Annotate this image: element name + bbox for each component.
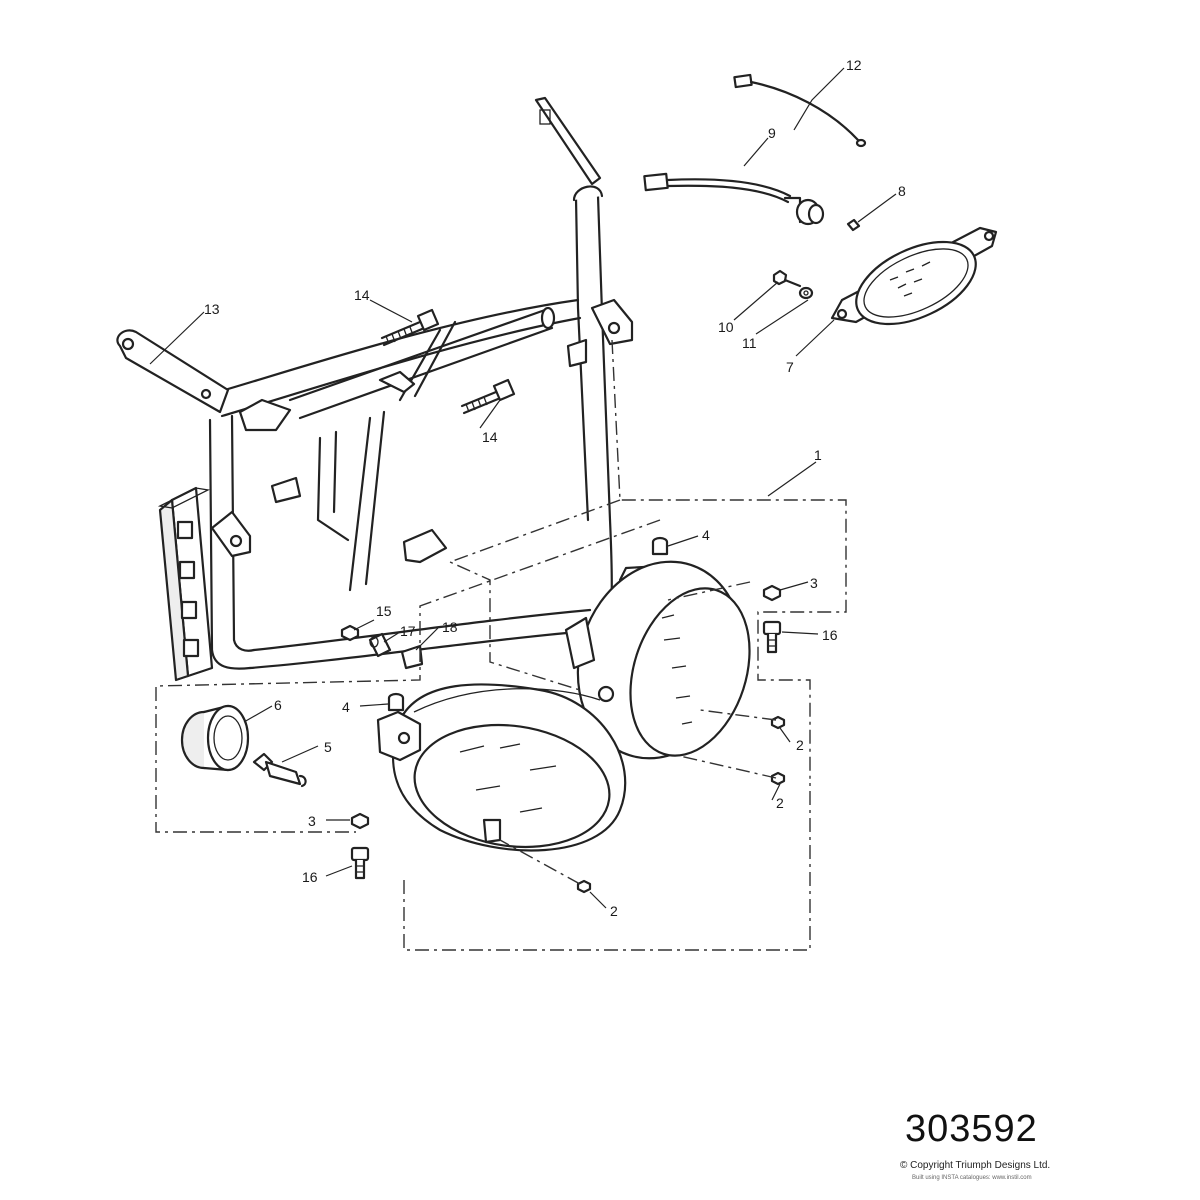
wire-harness-9 [643,172,825,226]
callout-4-upper: 4 [702,527,710,543]
twin-headlight-unit-1 [376,560,751,852]
callout-12: 12 [846,57,862,73]
callout-2-b: 2 [776,795,784,811]
callout-6: 6 [274,697,282,713]
bulb-cover-6 [180,704,250,772]
callout-9: 9 [768,125,776,141]
clip-18 [400,644,424,670]
callout-2-c: 2 [610,903,618,919]
built-with-note: Built using INSTA catalogues: www.instil… [912,1175,1032,1181]
callout-7: 7 [786,359,794,375]
assembly-boundary-lines [155,339,847,951]
callout-17: 17 [400,623,416,639]
arm-bracket-13 [116,329,230,414]
wire-lead-12 [733,73,867,148]
callout-18: 18 [442,619,458,635]
callout-16-lower: 16 [302,869,318,885]
bulb-8 [846,218,861,232]
headlight-mounting-frame [157,96,634,682]
callout-15: 15 [376,603,392,619]
spacer-17 [368,632,392,658]
headlight-bulb-5 [252,752,307,788]
nut-2-c [576,879,592,894]
callout-labels: 12 9 8 13 14 14 10 11 7 1 4 3 16 15 17 1… [204,57,906,919]
callout-8: 8 [898,183,906,199]
nut-2-a [770,715,786,730]
callout-10: 10 [718,319,734,335]
callout-5: 5 [324,739,332,755]
nut-2-b [770,771,786,786]
callout-11: 11 [742,335,757,351]
callout-1: 1 [814,447,822,463]
grommet-4-upper [651,536,669,556]
screw-10 [772,269,802,288]
nut-3-upper [762,584,782,602]
leader-lines [149,67,897,909]
grommet-4-lower [387,692,405,712]
callout-13: 13 [204,301,220,317]
nut-15 [340,624,360,642]
callout-4-lower: 4 [342,699,350,715]
diagram-reference-number: 303592 [905,1108,1038,1150]
washer-11 [798,286,814,300]
nut-3-lower [350,812,370,830]
screw-16-lower [350,846,370,880]
bolt-14-upper [380,308,440,347]
callout-2-a: 2 [796,737,804,753]
bolt-14-lower [460,378,516,415]
callout-16-upper: 16 [822,627,838,643]
callout-14-upper: 14 [354,287,370,303]
sidelight-lamp-7 [830,226,998,326]
screw-16-upper [762,620,782,654]
callout-3-upper: 3 [810,575,818,591]
callout-14-lower: 14 [482,429,498,445]
callout-3-lower: 3 [308,813,316,829]
copyright-notice: © Copyright Triumph Designs Ltd. [900,1160,1051,1171]
